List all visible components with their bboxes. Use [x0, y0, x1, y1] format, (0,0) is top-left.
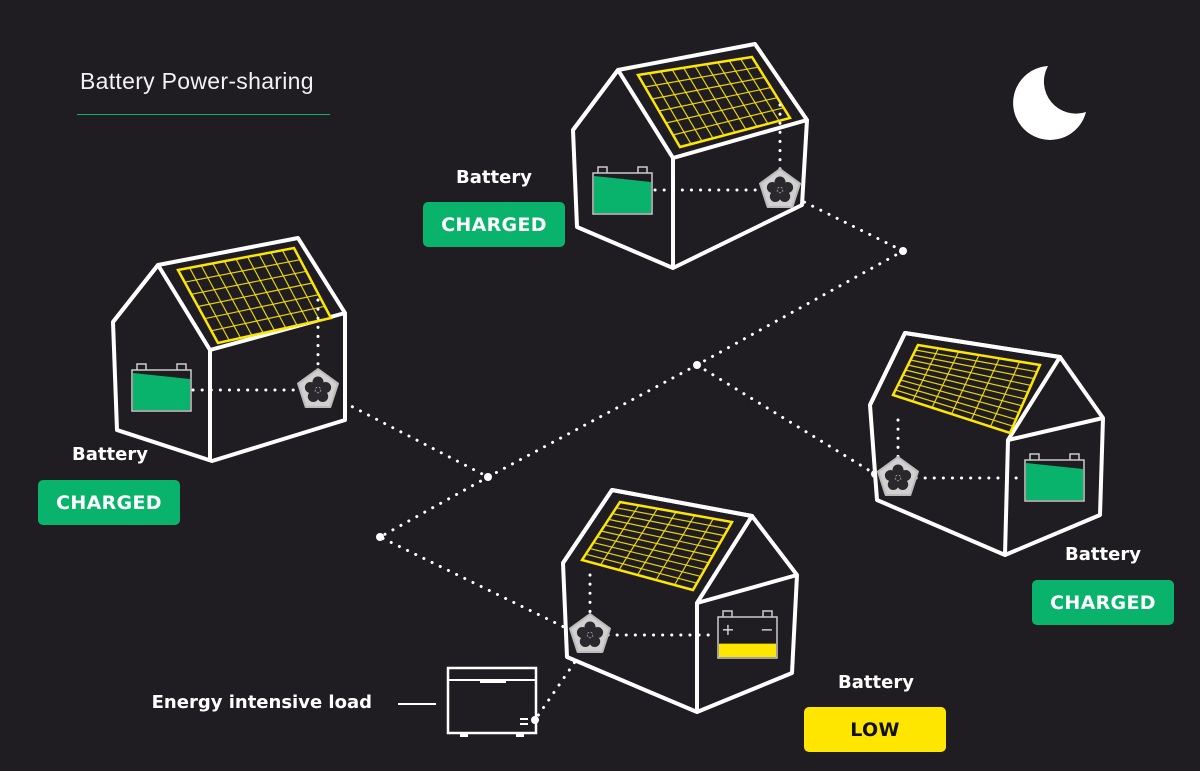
junction-node-0 [899, 247, 907, 255]
house-left [111, 236, 347, 463]
fan-blade [900, 470, 912, 482]
junction-node-1 [693, 361, 701, 369]
panel-gridline [989, 361, 1021, 427]
moon-icon [1013, 66, 1086, 140]
panel-gridline [673, 518, 714, 586]
inverter-icon [569, 613, 611, 653]
solar-panel-icon [176, 246, 333, 345]
battery-label-right: Battery [1065, 544, 1141, 565]
house-bottom: +− [561, 488, 799, 714]
panel-gridline [618, 508, 658, 571]
load-label: Energy intensive load [151, 692, 372, 713]
wall-corner [1003, 439, 1010, 556]
panel-gridline [658, 86, 772, 112]
roof-edge [571, 68, 808, 160]
house-right [868, 331, 1105, 557]
house-top [571, 42, 809, 270]
panel-gridline [651, 76, 765, 100]
battery-icon [131, 363, 192, 412]
battery-fill [1026, 463, 1083, 500]
battery-label-top: Battery [456, 167, 532, 188]
battery-plus-icon: + [721, 620, 734, 639]
fan-hub [587, 632, 593, 638]
battery-label-bottom: Battery [838, 672, 914, 693]
fan-blade [307, 390, 319, 402]
panel-gridline [184, 259, 301, 283]
fan-blade [312, 376, 324, 388]
inverter-icon [759, 168, 801, 208]
battery-fill [133, 373, 190, 410]
panel-gridline [204, 294, 319, 320]
fan-blade [317, 390, 329, 402]
diagram-title: Battery Power-sharing [80, 68, 314, 94]
status-badge-right: CHARGED [1032, 580, 1174, 625]
fan-blade [304, 382, 316, 394]
junction-node-2 [484, 473, 492, 481]
panel-gridline [970, 358, 1000, 421]
panel-gridline [636, 511, 677, 576]
battery-icon [592, 166, 653, 215]
power-line-0 [694, 188, 907, 476]
freezer-foot [516, 733, 524, 737]
freezer-body [446, 666, 538, 735]
fan-blade [592, 627, 604, 639]
fan-blade [774, 176, 786, 188]
roof-edge [111, 263, 346, 352]
fan-blade [576, 627, 588, 639]
fan-hub [315, 387, 321, 393]
fan-blade [884, 470, 896, 482]
junction-node-3 [376, 533, 384, 541]
fan-blade [579, 635, 591, 647]
solar-panel-icon [891, 343, 1042, 435]
battery-minus-icon: − [760, 620, 773, 639]
battery-fill [719, 643, 776, 657]
fan-blade [584, 621, 596, 633]
freezer-icon [446, 666, 538, 737]
panel-gridline [672, 107, 784, 136]
panel-gridline [931, 351, 960, 408]
panel-gridline [191, 270, 307, 295]
panel-gridline [211, 305, 325, 332]
fan-blade [897, 478, 909, 490]
solar-panel-icon [580, 500, 734, 592]
freezer-foot [460, 733, 468, 737]
fan-blade [782, 182, 794, 194]
battery-icon [1024, 453, 1085, 502]
solar-panel-icon [635, 55, 792, 149]
battery-icon: +− [717, 610, 778, 659]
fan-blade [779, 190, 791, 202]
fan-blade [589, 635, 601, 647]
panel-gridline [950, 354, 980, 415]
panel-gridline [599, 505, 640, 566]
power-line-3 [533, 638, 592, 722]
inverter-icon [297, 368, 339, 408]
status-badge-left: CHARGED [38, 480, 180, 525]
fan-hub [777, 187, 783, 193]
battery-fill [594, 176, 651, 213]
fan-blade [892, 464, 904, 476]
fan-blade [887, 478, 899, 490]
panel-gridline [655, 515, 696, 581]
inverter-icon [877, 456, 919, 496]
power-line-1 [376, 363, 699, 632]
panel-gridline [644, 66, 759, 88]
fan-blade [769, 190, 781, 202]
title-underline [77, 114, 330, 115]
panel-gridline [911, 348, 939, 402]
panel-gridline [197, 282, 313, 308]
status-badge-bottom: LOW [804, 707, 946, 752]
fan-blade [320, 382, 332, 394]
fan-blade [766, 182, 778, 194]
fan-hub [895, 475, 901, 481]
panel-gridline [665, 97, 778, 124]
battery-label-left: Battery [72, 444, 148, 465]
roof-edge [868, 331, 1104, 442]
status-badge-top: CHARGED [423, 202, 565, 247]
roof-edge [561, 488, 798, 605]
